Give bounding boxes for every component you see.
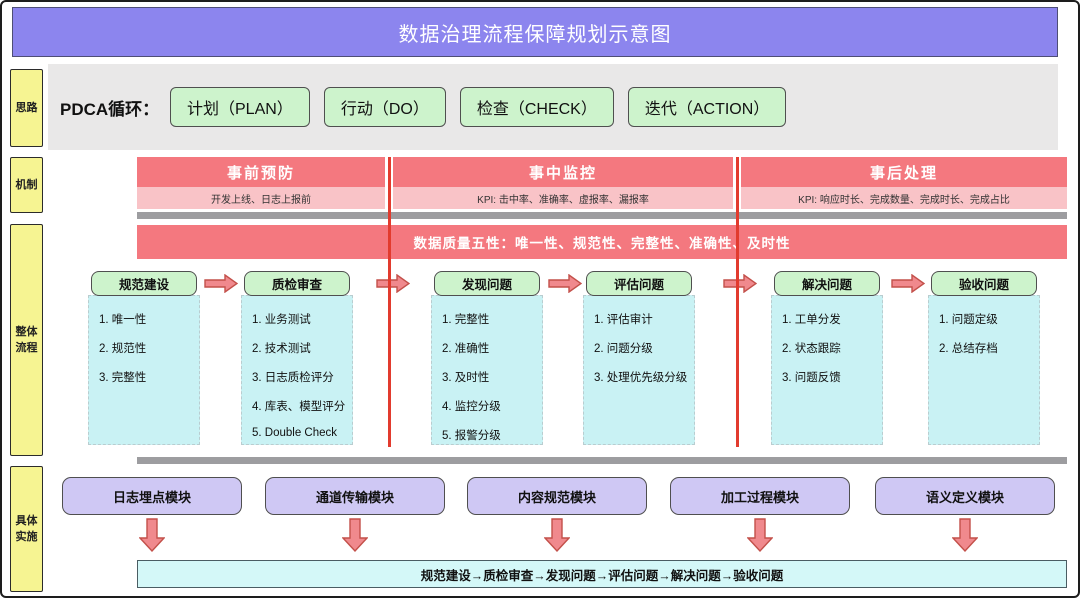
- module-log-tracking: 日志埋点模块: [62, 477, 242, 515]
- arrow-down-icon: [342, 518, 368, 552]
- process-column-body: 1. 评估审计 2. 问题分级 3. 处理优先级分级: [583, 295, 695, 445]
- data-quality-banner: 数据质量五性：唯一性、规范性、完整性、准确性、及时性: [137, 225, 1067, 259]
- process-column-header: 解决问题: [774, 271, 880, 296]
- process-column-body: 1. 问题定级 2. 总结存档: [928, 295, 1040, 445]
- process-item: 4. 监控分级: [442, 401, 501, 413]
- process-item: 2. 问题分级: [594, 343, 653, 355]
- process-item: 1. 工单分发: [782, 314, 841, 326]
- phase-after: 事后处理 KPI: 响应时长、完成数量、完成时长、完成占比: [741, 157, 1067, 209]
- arrow-right-icon: [204, 274, 238, 293]
- process-item: 1. 评估审计: [594, 314, 653, 326]
- process-column-header: 发现问题: [434, 271, 540, 296]
- process-column-body: 1. 业务测试 2. 技术测试 3. 日志质检评分 4. 库表、模型评分 5. …: [241, 295, 353, 445]
- module-processing: 加工过程模块: [670, 477, 850, 515]
- sidebar-item-implementation: 具体 实施: [10, 466, 43, 592]
- process-item: 1. 业务测试: [252, 314, 311, 326]
- arrow-right-icon: [723, 274, 757, 293]
- process-item: 3. 问题反馈: [782, 372, 841, 384]
- process-column-header: 规范建设: [91, 271, 197, 296]
- phase-after-subtitle: KPI: 响应时长、完成数量、完成时长、完成占比: [741, 187, 1067, 209]
- process-item: 1. 唯一性: [99, 314, 147, 326]
- phase-during-subtitle: KPI: 击中率、准确率、虚报率、漏报率: [393, 187, 733, 209]
- pdca-step-plan: 计划（PLAN）: [170, 87, 310, 127]
- pdca-steps: 计划（PLAN） 行动（DO） 检查（CHECK） 迭代（ACTION）: [170, 64, 787, 150]
- process-item: 5. 报警分级: [442, 430, 501, 442]
- process-column-header: 质检审查: [244, 271, 350, 296]
- phase-separator-line-1: [388, 157, 391, 447]
- pdca-cycle-label: PDCA循环：: [60, 99, 160, 119]
- arrow-down-icon: [544, 518, 570, 552]
- process-item: 3. 完整性: [99, 372, 147, 384]
- process-item: 2. 规范性: [99, 343, 147, 355]
- section-divider-bottom: [137, 457, 1067, 464]
- phase-after-title: 事后处理: [741, 157, 1067, 187]
- page-title: 数据治理流程保障规划示意图: [12, 7, 1058, 57]
- process-column-header: 验收问题: [931, 271, 1037, 296]
- arrow-right-icon: [548, 274, 582, 293]
- sidebar-item-overall-process: 整体 流程: [10, 224, 43, 456]
- process-column-body: 1. 完整性 2. 准确性 3. 及时性 4. 监控分级 5. 报警分级: [431, 295, 543, 445]
- phase-during-title: 事中监控: [393, 157, 733, 187]
- process-item: 2. 技术测试: [252, 343, 311, 355]
- phase-before-title: 事前预防: [137, 157, 385, 187]
- process-item: 3. 日志质检评分: [252, 372, 334, 384]
- phase-separator-line-2: [736, 157, 739, 447]
- process-column-body: 1. 唯一性 2. 规范性 3. 完整性: [88, 295, 200, 445]
- process-item: 3. 处理优先级分级: [594, 372, 688, 384]
- sidebar-item-idea: 思路: [10, 69, 43, 147]
- process-item: 5. Double Check: [252, 427, 338, 439]
- section-divider-top: [137, 212, 1067, 219]
- arrow-down-icon: [747, 518, 773, 552]
- arrow-down-icon: [139, 518, 165, 552]
- phase-during: 事中监控 KPI: 击中率、准确率、虚报率、漏报率: [393, 157, 733, 209]
- process-item: 1. 完整性: [442, 314, 490, 326]
- pdca-step-action: 迭代（ACTION）: [627, 87, 787, 127]
- process-item: 3. 及时性: [442, 372, 490, 384]
- arrow-right-icon: [376, 274, 410, 293]
- process-item: 1. 问题定级: [939, 314, 998, 326]
- process-column-header: 评估问题: [586, 271, 692, 296]
- module-channel-transfer: 通道传输模块: [265, 477, 445, 515]
- module-semantic-define: 语义定义模块: [875, 477, 1055, 515]
- process-column-body: 1. 工单分发 2. 状态跟踪 3. 问题反馈: [771, 295, 883, 445]
- process-item: 4. 库表、模型评分: [252, 401, 346, 413]
- phase-before-subtitle: 开发上线、日志上报前: [137, 187, 385, 209]
- arrow-right-icon: [891, 274, 925, 293]
- phase-before: 事前预防 开发上线、日志上报前: [137, 157, 385, 209]
- pdca-step-check: 检查（CHECK）: [459, 87, 614, 127]
- arrow-down-icon: [952, 518, 978, 552]
- sidebar-item-mechanism: 机制: [10, 157, 43, 213]
- process-item: 2. 总结存档: [939, 343, 998, 355]
- pdca-step-do: 行动（DO）: [323, 87, 446, 127]
- module-content-standard: 内容规范模块: [467, 477, 647, 515]
- process-flow-bar: 规范建设→质检审查→发现问题→评估问题→解决问题→验收问题: [137, 560, 1067, 588]
- process-item: 2. 状态跟踪: [782, 343, 841, 355]
- process-item: 2. 准确性: [442, 343, 490, 355]
